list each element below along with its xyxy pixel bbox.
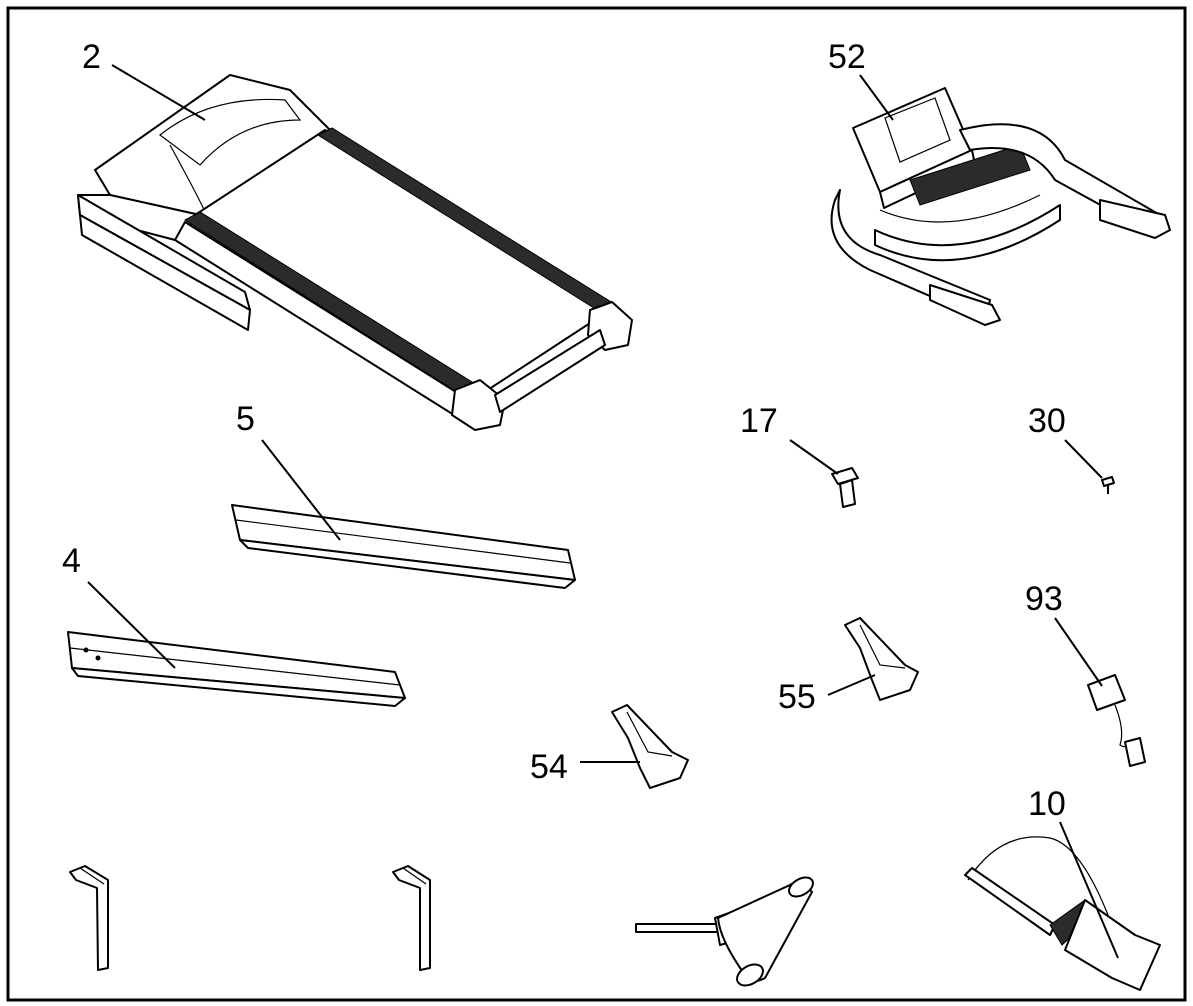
label-part-30: 30 (1028, 402, 1066, 440)
label-part-17: 17 (740, 402, 778, 440)
label-part-93: 93 (1025, 580, 1063, 618)
part-10-assembly (964, 836, 1161, 991)
leader-part-10 (1059, 821, 1119, 959)
leader-part-17 (789, 439, 839, 475)
part-2-treadmill-deck (77, 74, 633, 431)
label-part-52: 52 (828, 38, 866, 76)
diagram-frame (6, 6, 1187, 1002)
part-52-console (830, 87, 1171, 326)
part-30-screw (1101, 476, 1115, 494)
t-handle-wrench (635, 876, 814, 987)
allen-key-left (69, 865, 109, 971)
leader-part-5 (261, 439, 341, 541)
part-55-end-cap (844, 617, 919, 701)
label-part-55: 55 (778, 678, 816, 716)
label-part-2: 2 (82, 38, 101, 76)
part-5-upright (231, 504, 576, 589)
part-17-bolt (831, 467, 859, 508)
leader-part-93 (1054, 617, 1103, 687)
label-part-5: 5 (236, 400, 255, 438)
leader-part-2 (111, 64, 206, 121)
part-4-upright (67, 631, 406, 707)
part-54-end-cap (611, 704, 689, 789)
leader-part-55 (827, 674, 876, 696)
part-93-safety-key (1087, 674, 1146, 767)
leader-part-4 (87, 581, 176, 669)
label-part-4: 4 (62, 542, 81, 580)
label-part-54: 54 (530, 748, 568, 786)
leader-part-52 (859, 74, 894, 121)
allen-key-middle (392, 865, 431, 971)
label-part-10: 10 (1028, 785, 1066, 823)
leader-part-30 (1064, 439, 1103, 479)
